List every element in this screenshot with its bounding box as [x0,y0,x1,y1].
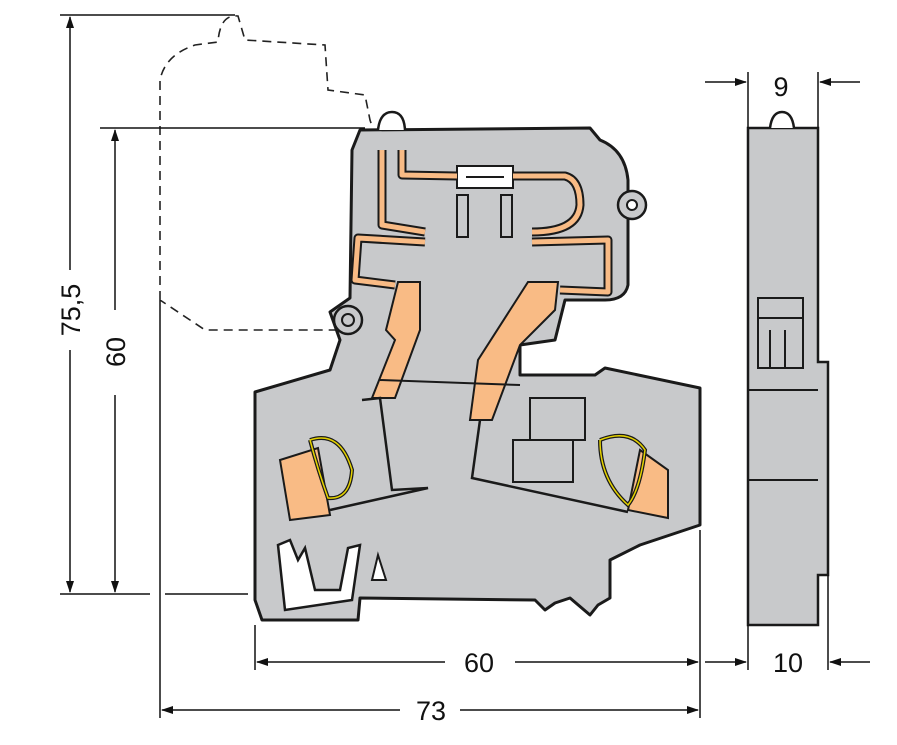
left-spring [309,437,353,499]
left-contact-spring [329,396,429,512]
lug-hole [626,199,638,211]
inner-slot-2 [529,397,586,441]
fuse-contact-left [456,194,469,238]
foot-notch [370,551,388,581]
conductors-fill [352,150,611,295]
pivot-pin [332,304,364,336]
dimension-lines [66,16,870,714]
right-spring [599,435,646,507]
pivot-hole [341,313,355,327]
din-foot [276,538,362,612]
left-busbar [370,281,421,399]
dim-total-height: 75,5 [56,284,86,337]
inner-edge [379,379,521,386]
fuse-contact-right [500,194,513,238]
right-busbar [468,281,560,421]
right-contact-spring [470,419,629,514]
right-clamp [626,448,669,520]
dim-side-top-width: 9 [773,72,788,102]
dim-side-width: 10 [773,648,803,678]
dim-body-height: 60 [101,337,131,367]
side-knob [768,110,796,129]
dim-total-width: 73 [416,696,446,726]
top-knob [376,110,407,131]
side-details [748,297,818,481]
side-view-body [746,126,830,627]
dim-body-width: 60 [464,648,494,678]
extension-lines [60,14,829,718]
